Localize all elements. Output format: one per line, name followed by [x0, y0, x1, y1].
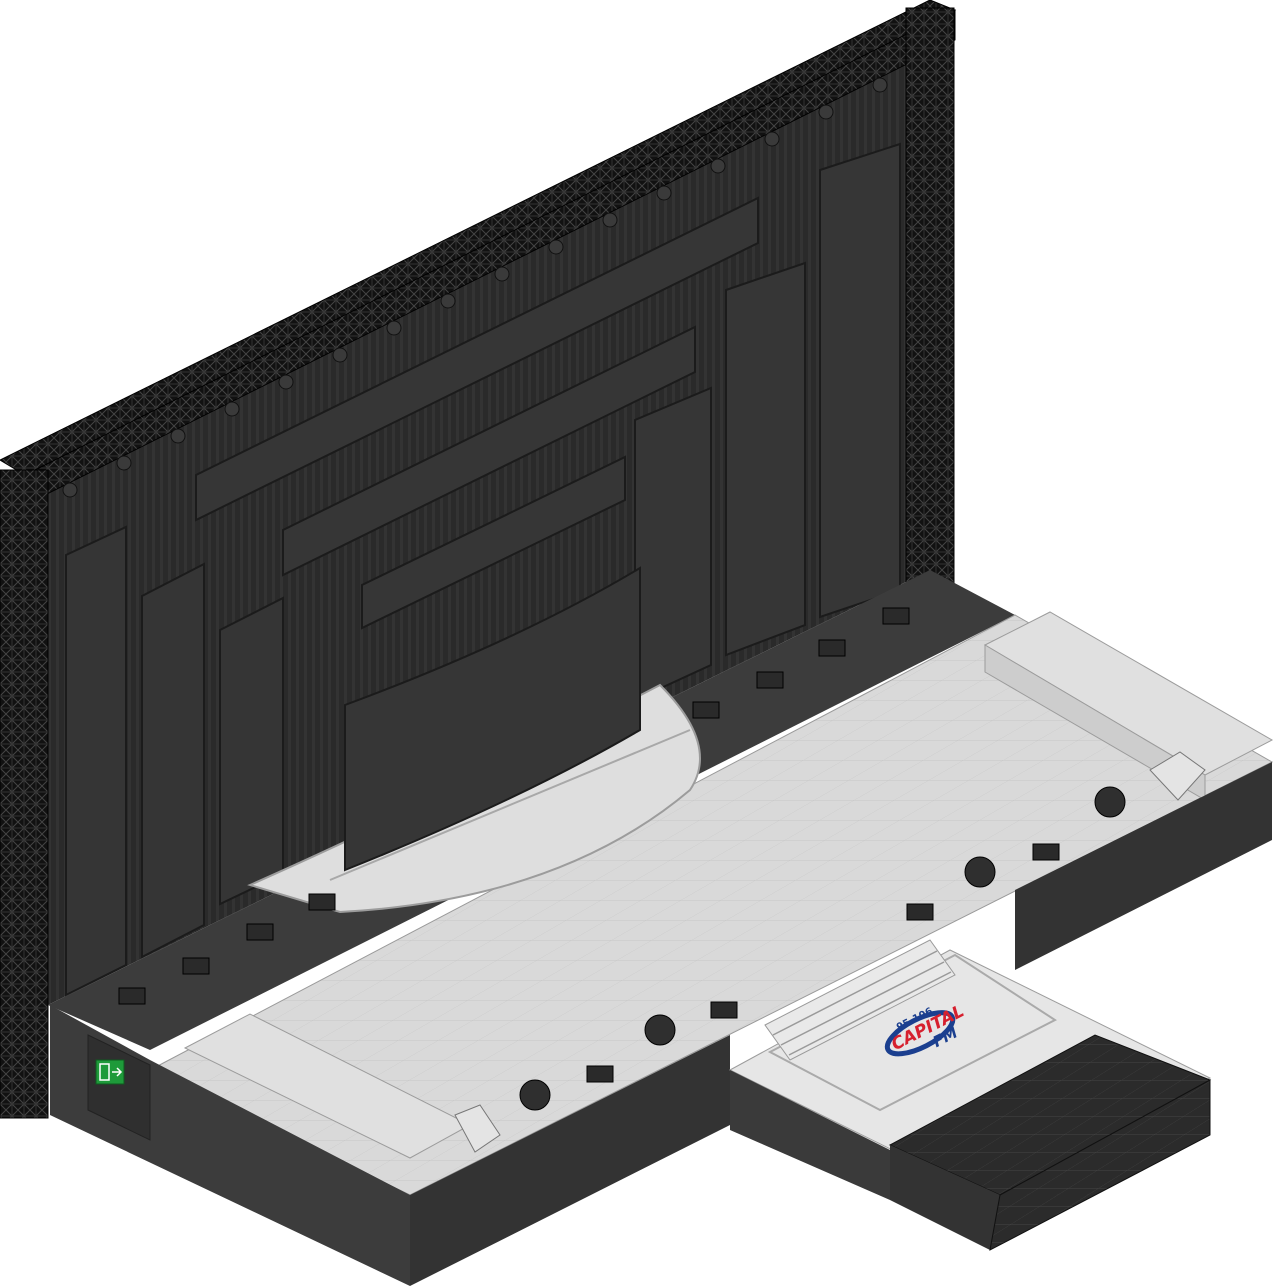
- moving-head-light-icon: [62, 482, 78, 498]
- led-column-3: [219, 596, 284, 906]
- floor-monitor-icon: [710, 1001, 738, 1019]
- floor-monitor-icon: [906, 903, 934, 921]
- led-column-5: [725, 261, 806, 657]
- floor-monitor-icon: [182, 957, 210, 975]
- floor-monitor-icon: [586, 1065, 614, 1083]
- capital-fm-logo: 95-106 CAPITAL FM: [884, 1001, 968, 1057]
- moving-head-light-icon: [332, 347, 348, 363]
- moving-head-light-icon: [278, 374, 294, 390]
- top-truss: [0, 0, 957, 506]
- right-platform: [983, 611, 1274, 801]
- left-steps: [454, 1104, 501, 1153]
- moving-head-light-icon: [224, 401, 240, 417]
- truss-lights: [62, 77, 888, 498]
- led-column-1: [65, 525, 127, 997]
- spotlight-icon: [644, 1014, 676, 1046]
- stage-fixtures: [118, 607, 1126, 1111]
- floor-monitor-icon: [882, 607, 910, 625]
- logo-swoosh-icon: [884, 1010, 956, 1057]
- right-steps: [1149, 751, 1206, 801]
- moving-head-light-icon: [548, 239, 564, 255]
- floor-monitor-icon: [308, 893, 336, 911]
- led-column-6: [819, 142, 901, 619]
- moving-head-light-icon: [440, 293, 456, 309]
- floor-monitor-icon: [118, 987, 146, 1005]
- led-banner-middle: [282, 325, 696, 577]
- floor-monitor-icon: [692, 701, 720, 719]
- moving-head-light-icon: [710, 158, 726, 174]
- spotlight-icon: [519, 1079, 551, 1111]
- floor-monitor-icon: [1032, 843, 1060, 861]
- moving-head-light-icon: [764, 131, 780, 147]
- right-truss-tower: [905, 7, 955, 593]
- led-banner-top: [195, 196, 759, 522]
- thrust-steps: [764, 939, 956, 1061]
- moving-head-light-icon: [602, 212, 618, 228]
- floor-monitor-icon: [756, 671, 784, 689]
- spotlight-icon: [1094, 786, 1126, 818]
- led-column-4: [634, 386, 712, 702]
- moving-head-light-icon: [116, 455, 132, 471]
- moving-head-light-icon: [170, 428, 186, 444]
- emergency-exit-icon: [99, 1063, 123, 1081]
- floor-monitor-icon: [818, 639, 846, 657]
- moving-head-light-icon: [872, 77, 888, 93]
- spotlight-icon: [964, 856, 996, 888]
- led-column-2: [141, 562, 205, 959]
- main-stage-front-right: [410, 762, 1272, 1286]
- moving-head-light-icon: [386, 320, 402, 336]
- led-banner-bottom: [361, 455, 626, 630]
- left-truss-tower: [0, 469, 49, 1119]
- floor-monitor-icon: [246, 923, 274, 941]
- moving-head-light-icon: [494, 266, 510, 282]
- moving-head-light-icon: [656, 185, 672, 201]
- exit-sign: [95, 1059, 125, 1085]
- moving-head-light-icon: [818, 104, 834, 120]
- curved-led-screen: [344, 566, 641, 872]
